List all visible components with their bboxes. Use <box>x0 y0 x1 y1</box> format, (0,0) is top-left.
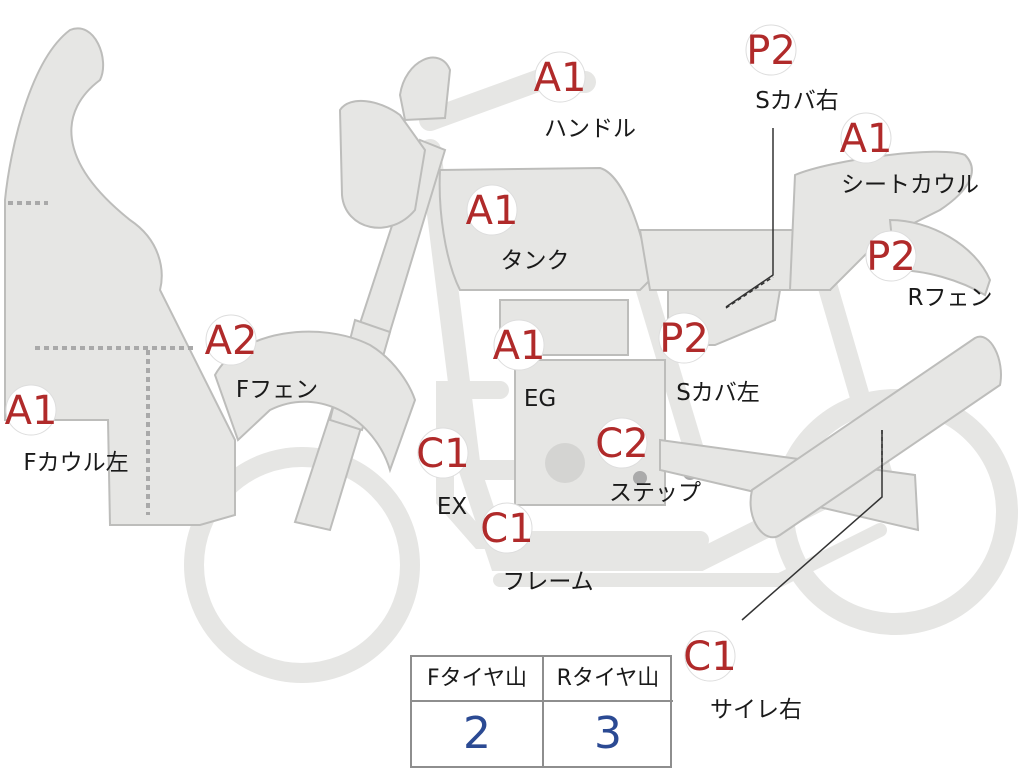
part-name: ハンドル <box>544 116 636 142</box>
rear-tire-header: Rタイヤ山 <box>543 657 673 702</box>
part-name: Fカウル左 <box>23 450 128 476</box>
grade-text: A1 <box>493 323 546 369</box>
grade-badge <box>493 319 545 371</box>
tire-tread-table: Fタイヤ山 2 Rタイヤ山 3 <box>410 655 673 768</box>
grade-badge <box>417 427 469 479</box>
rear-tire-value: 3 <box>594 708 622 759</box>
front-cowl-shape <box>4 27 236 526</box>
part-labels: A1ハンドルA1タンクA1シートカウルP2Sカバ右P2RフェンP2Sカバ左A1E… <box>5 24 993 723</box>
grade-text: A1 <box>534 55 587 101</box>
part-label-handle: A1 ハンドル <box>534 51 636 142</box>
grade-text: A1 <box>5 388 58 434</box>
part-name: Fフェン <box>236 377 318 403</box>
headlight-shape <box>338 99 427 229</box>
part-name: Sカバ左 <box>676 380 760 406</box>
part-label-seat-cowl: A1 シートカウル <box>840 112 979 198</box>
front-fender-shape <box>213 330 417 474</box>
muffler-shape <box>749 335 1002 539</box>
grade-badge <box>481 502 533 554</box>
engine-shape <box>499 299 697 506</box>
seat-cowl-shape <box>788 150 973 291</box>
front-tire-column: Fタイヤ山 2 <box>412 657 544 766</box>
grade-text: C1 <box>416 431 469 477</box>
part-label-step: C2 ステップ <box>595 417 701 506</box>
part-name: サイレ右 <box>710 697 802 723</box>
leader-lines <box>725 128 883 621</box>
part-name: Rフェン <box>908 285 993 311</box>
part-name: Sカバ右 <box>755 88 839 114</box>
grade-badge <box>5 384 57 436</box>
grade-badge <box>534 51 586 103</box>
grade-text: P2 <box>746 28 796 74</box>
exhaust-pipe-shape <box>436 381 709 549</box>
grade-text: C1 <box>480 506 533 552</box>
part-name: シートカウル <box>841 172 979 198</box>
part-name: タンク <box>501 248 570 274</box>
grade-text: P2 <box>866 234 916 280</box>
mirror-shape <box>398 56 452 122</box>
rear-tire-column: Rタイヤ山 3 <box>543 657 673 766</box>
grade-badge <box>684 630 736 682</box>
grade-text: C2 <box>595 421 648 467</box>
rear-fender-shape <box>888 218 992 297</box>
grade-badge <box>205 314 257 366</box>
grade-badge <box>596 417 648 469</box>
grade-text: P2 <box>659 316 709 362</box>
part-name: EX <box>437 494 468 520</box>
part-label-muffler-r: C1 サイレ右 <box>683 630 802 723</box>
grade-badge <box>840 112 892 164</box>
part-name: ステップ <box>609 480 701 506</box>
grade-text: A1 <box>466 188 519 234</box>
grade-badge <box>745 24 797 76</box>
front-tire-value: 2 <box>463 708 491 759</box>
grade-badge <box>865 230 917 282</box>
front-wheel <box>184 447 420 683</box>
grade-text: A1 <box>840 116 893 162</box>
part-name: フレーム <box>502 569 593 595</box>
part-name: EG <box>524 386 556 412</box>
grade-text: A2 <box>205 318 258 364</box>
part-label-frame: C1 フレーム <box>480 502 594 595</box>
grade-badge <box>658 312 710 364</box>
part-label-tank: A1 タンク <box>466 184 570 274</box>
front-tire-header: Fタイヤ山 <box>412 657 542 702</box>
grade-text: C1 <box>683 634 736 680</box>
grade-badge <box>466 184 518 236</box>
